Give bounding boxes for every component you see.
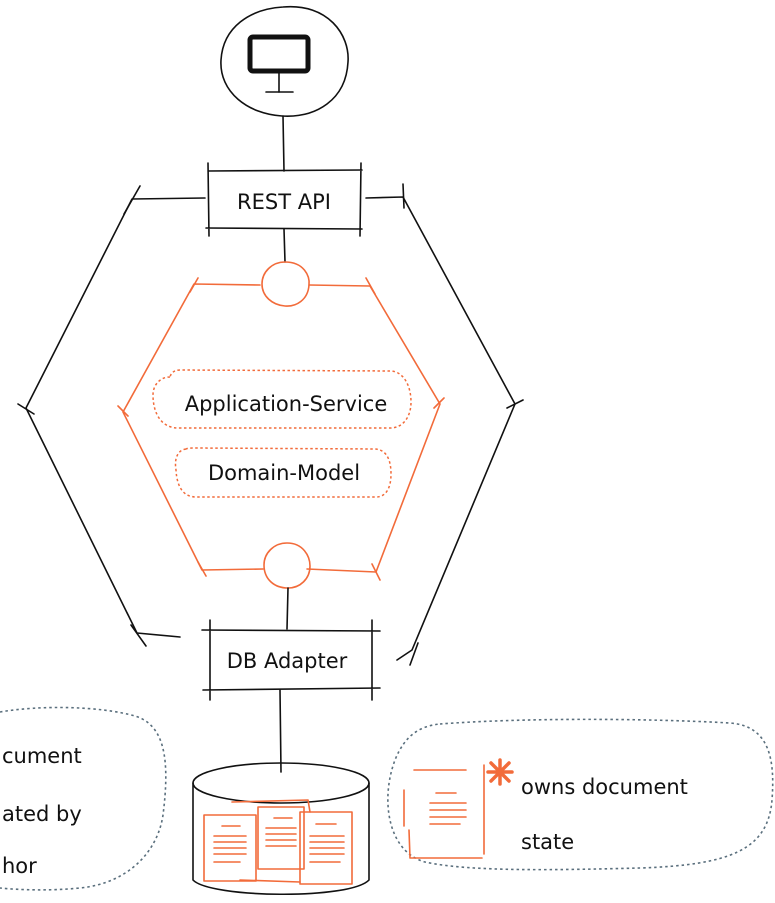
left-note-line-3: hor [2, 854, 37, 878]
application-service-node: Application-Service [152, 369, 412, 429]
outbound-port-icon [263, 542, 311, 589]
left-note-line-1: cument [2, 744, 82, 768]
rest-api-label: REST API [237, 190, 331, 214]
right-note-line-1: owns document [521, 775, 688, 799]
left-note: cument ated by hor [0, 706, 167, 891]
db-adapter-box: DB Adapter [201, 619, 381, 701]
database-icon [192, 762, 370, 896]
right-note: owns document state [387, 718, 774, 871]
outer-hexagon [17, 183, 524, 666]
domain-model-node: Domain-Model [174, 447, 392, 498]
document-icon [403, 764, 485, 859]
rest-api-box: REST API [205, 162, 363, 237]
monitor-icon [247, 34, 311, 93]
inbound-port-icon [261, 261, 310, 307]
client-to-api-line [282, 115, 285, 172]
document-icon [203, 799, 353, 885]
left-note-line-2: ated by [2, 802, 82, 826]
inner-hexagon [117, 277, 445, 581]
adapter-to-db-line [279, 689, 282, 773]
right-note-line-2: state [521, 830, 574, 854]
asterisk-icon [486, 758, 514, 786]
api-to-port-line [283, 228, 286, 263]
application-service-label: Application-Service [185, 392, 388, 416]
db-adapter-label: DB Adapter [227, 649, 348, 673]
client-node [220, 5, 349, 117]
domain-model-label: Domain-Model [208, 461, 360, 485]
port-to-adapter-line [286, 587, 289, 630]
